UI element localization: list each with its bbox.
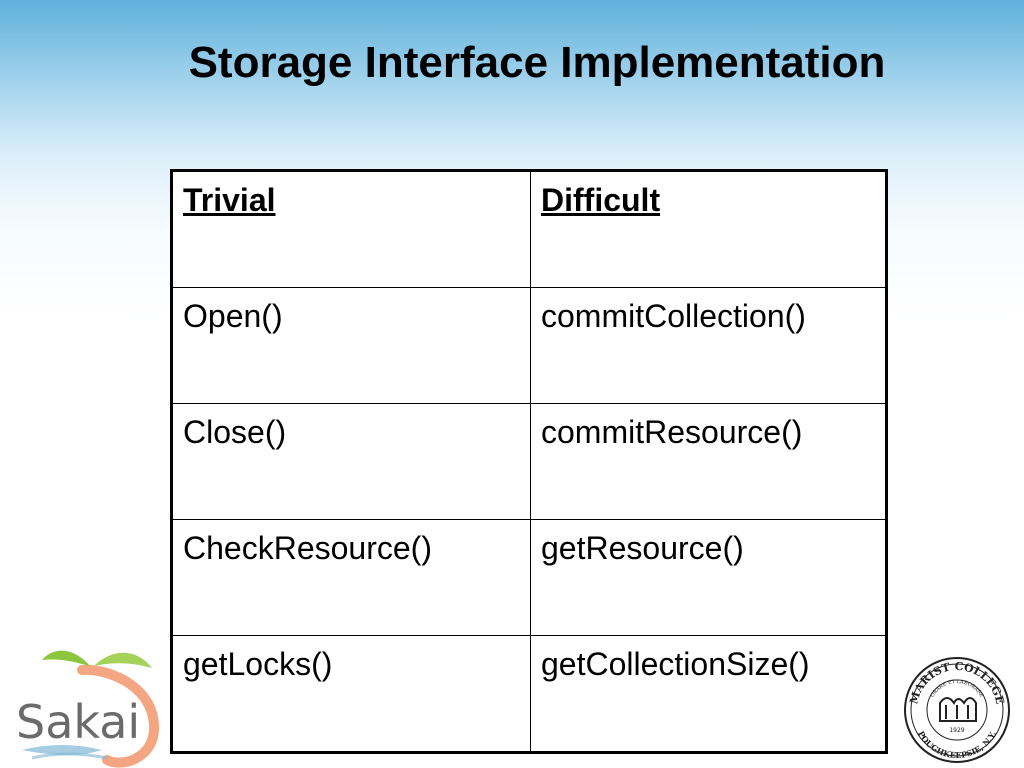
- table-cell-trivial: Open(): [171, 287, 531, 404]
- table-cell-trivial: getLocks(): [171, 635, 531, 753]
- table-cell-trivial: Close(): [171, 403, 531, 520]
- table-header-row: Trivial Difficult: [171, 170, 887, 288]
- table-cell-trivial: CheckResource(): [171, 519, 531, 636]
- table-cell-difficult: commitResource(): [530, 403, 887, 520]
- marist-college-seal-icon: MARIST COLLEGE ORARE ET LABORARE POUGHKE…: [904, 657, 1010, 763]
- table-cell-difficult: getResource(): [530, 519, 887, 636]
- header-trivial: Trivial: [171, 170, 531, 288]
- table-row: Close() commitResource(): [171, 403, 887, 520]
- header-difficult: Difficult: [530, 170, 887, 288]
- slide-title: Storage Interface Implementation: [188, 38, 886, 87]
- seal-year: 1929: [949, 727, 964, 734]
- table-cell-difficult: commitCollection(): [530, 287, 887, 404]
- sakai-logo-icon: Sakai: [16, 650, 160, 768]
- table-row: getLocks() getCollectionSize(): [171, 635, 887, 753]
- implementation-table: Trivial Difficult Open() commitCollectio…: [170, 169, 888, 754]
- sakai-logo-text: Sakai: [16, 695, 140, 749]
- table-row: Open() commitCollection(): [171, 287, 887, 404]
- table-row: CheckResource() getResource(): [171, 519, 887, 636]
- table-cell-difficult: getCollectionSize(): [530, 635, 887, 753]
